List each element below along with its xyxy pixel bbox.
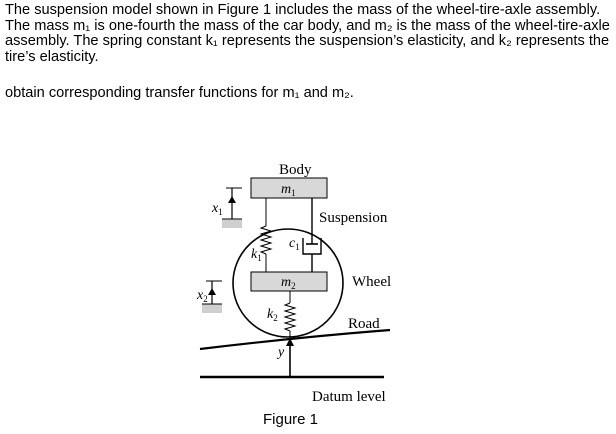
k1-spring <box>259 198 273 272</box>
m1-label: m1 <box>281 182 296 198</box>
x1-label: x1 <box>211 201 223 217</box>
road-line <box>199 328 391 351</box>
m1-block <box>250 177 328 199</box>
y-label: y <box>276 345 285 360</box>
problem-paragraph-1: The suspension model shown in Figure 1 i… <box>5 2 610 65</box>
suspension-figure: Body m1 m2 x1 x2 k1 c1 k2 y Suspension W… <box>196 162 391 405</box>
y-arrow <box>286 338 294 346</box>
c1-damper <box>302 198 322 272</box>
c1-label: c1 <box>289 236 300 252</box>
m2-label: m2 <box>281 275 296 291</box>
x2-label: x2 <box>196 288 208 304</box>
k1-label: k1 <box>251 247 262 263</box>
datum-label: Datum level <box>312 389 386 405</box>
k2-label: k2 <box>267 307 278 323</box>
figure-caption: Figure 1 <box>263 411 319 428</box>
wheel-label: Wheel <box>352 274 391 290</box>
k2-spring <box>283 291 297 339</box>
wheel-circle <box>232 228 344 338</box>
road-label: Road <box>348 316 380 332</box>
problem-paragraph-2: obtain corresponding transfer functions … <box>5 85 354 101</box>
body-label: Body <box>279 162 312 178</box>
suspension-label: Suspension <box>319 210 388 226</box>
x2-indicator <box>202 280 222 313</box>
m2-block <box>250 271 328 292</box>
x1-indicator <box>222 187 242 228</box>
